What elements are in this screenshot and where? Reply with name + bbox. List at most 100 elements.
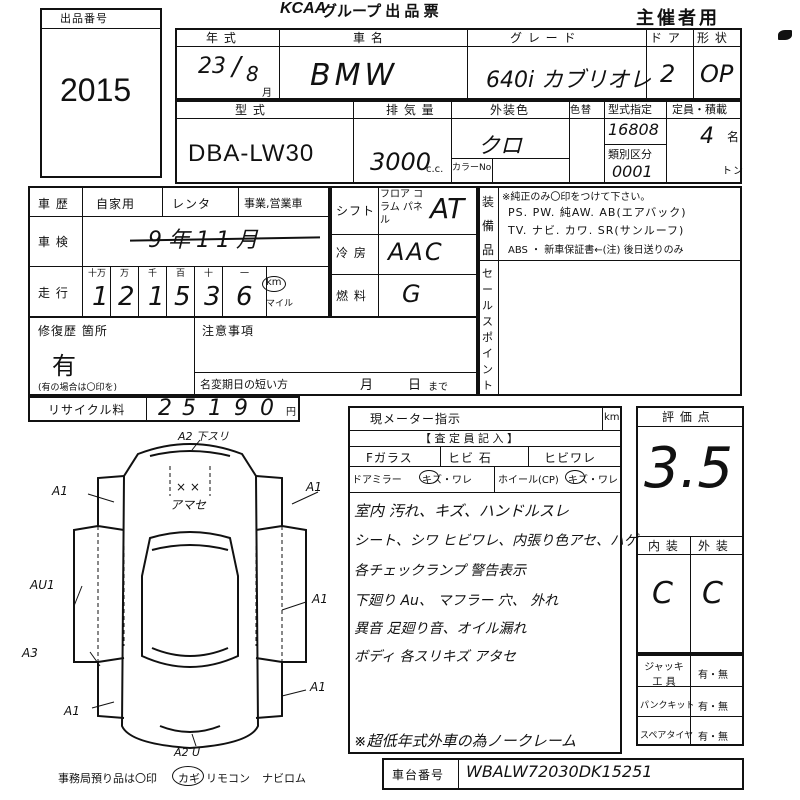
shift-label: シフト — [336, 204, 376, 218]
cap-label: 定員・積載 — [672, 103, 727, 116]
mileage-label: 走 行 — [38, 286, 69, 300]
glass-opts: ヒビ 石 — [448, 451, 492, 465]
lot-number: 2015 — [60, 72, 132, 108]
mileage-digit-5: 3 — [204, 282, 221, 312]
diagram-roof-note: アマセ — [170, 498, 207, 512]
year-sep: / — [232, 52, 241, 82]
mirror-label: ドアミラー — [352, 475, 402, 486]
color-label: 外装色 — [490, 103, 530, 117]
equip-box — [478, 186, 742, 396]
header-host: 主催者用 — [636, 8, 720, 28]
remark-6: ボディ 各スリキズ アタセ — [354, 649, 516, 665]
recycle-digit-3: 1 — [208, 396, 222, 421]
exterior-label: 外 装 — [698, 539, 729, 553]
mile-label: マイル — [266, 299, 294, 309]
color-no-label: カラーNo. — [452, 163, 494, 173]
row1-box — [175, 28, 742, 100]
year-value: 23 — [198, 54, 226, 79]
repair-label: 修復歴 箇所 — [38, 324, 108, 338]
chassis-label: 車台番号 — [392, 768, 445, 782]
type-label: 型 式 — [235, 103, 266, 117]
spec-value: 16808 — [608, 120, 659, 139]
ton-unit: トン — [722, 166, 744, 177]
unit-1k: 千 — [148, 269, 158, 279]
interior-grade: C — [652, 576, 673, 611]
glass-label: Fガラス — [366, 451, 413, 465]
remark-2: シート、シワ ヒビワレ、内張り色アセ、ハゲ — [354, 533, 638, 549]
unit-1: 一 — [240, 269, 250, 279]
diagram-mark-front-right: A1 — [306, 480, 322, 494]
header-title: グループ 出 品 票 — [322, 3, 439, 20]
diagram-mark-rear-right: A1 — [310, 680, 326, 694]
unit-10k: 万 — [120, 269, 130, 279]
mileage-digit-2: 2 — [118, 282, 135, 312]
recycle-unit: 円 — [286, 407, 296, 418]
doors-label: ド ア — [650, 31, 681, 45]
wheel-circle — [565, 470, 585, 484]
office-label: 事務局預り品は〇印 — [58, 772, 157, 785]
notes-label: 注意事項 — [202, 324, 255, 338]
history-opt-rental: レンタ — [172, 197, 212, 211]
disp-label: 排 気 量 — [386, 103, 435, 117]
puncture-opt: 有・無 — [698, 702, 728, 713]
ac-label: 冷 房 — [336, 246, 367, 260]
month-unit: 月 — [262, 88, 273, 99]
cat-label: 類別区分 — [608, 148, 652, 161]
cap-unit: 名 — [727, 130, 741, 144]
diagram-mark-rear-left: A3 — [22, 646, 38, 660]
mileage-digit-3: 1 — [148, 282, 165, 312]
deadline-label: 名変期日の短い方 — [200, 378, 288, 391]
history-opt-private: 自家用 — [96, 197, 136, 211]
score-label: 評 価 点 — [662, 410, 711, 424]
cap-value: 4 — [700, 124, 714, 149]
shift-value: AT — [430, 192, 465, 225]
remark-3: 各チェックランプ 警告表示 — [354, 563, 527, 579]
equip-label: 装備品 — [482, 195, 496, 257]
jack-label: ジャッキ 工 具 — [644, 662, 684, 688]
history-label: 車 歴 — [38, 197, 69, 211]
ac-value: AAC — [388, 238, 444, 266]
color-value: クロ — [478, 134, 523, 159]
interior-label: 内 装 — [648, 539, 679, 553]
inspection-box — [348, 406, 622, 754]
recycle-digit-1: 2 — [158, 396, 172, 421]
equip-line3: ABS ・ 新車保証書←(注) 後日送りのみ — [508, 245, 684, 256]
shape-value: OP — [700, 60, 734, 88]
remark-bottom: ※超低年式外車の為ノークレーム — [354, 732, 577, 750]
doors-value: 2 — [660, 60, 676, 88]
header-logo: KCAA — [280, 0, 327, 17]
shift-opts: フロア コラム パネル — [380, 189, 424, 226]
deadline-day: 日 — [408, 378, 423, 393]
mirror-opts: キズ・ワレ — [422, 475, 472, 486]
exterior-grade: C — [702, 576, 723, 611]
wheel-label: ホイール(CP) — [498, 475, 559, 486]
chassis-box — [382, 758, 744, 790]
score-value: 3.5 — [644, 436, 734, 501]
history-opt-business: 事業,営業車 — [244, 197, 303, 210]
shaken-label: 車 検 — [38, 235, 69, 249]
tools-box — [636, 654, 744, 746]
equip-line1: PS. PW. 純AW. AB(エアバック) — [508, 206, 687, 219]
grade-value: 640i カブリオレ — [486, 68, 652, 93]
cat-value: 0001 — [612, 162, 653, 181]
fuel-value: G — [402, 280, 421, 308]
wheel-opts: キズ・ワレ — [568, 475, 618, 486]
corner-mark — [778, 30, 792, 40]
recycle-digit-4: 9 — [234, 396, 248, 421]
cc-unit: c.c. — [426, 164, 444, 175]
deadline-month: 月 — [360, 378, 375, 393]
score-box — [636, 406, 744, 654]
meter-unit: km — [604, 412, 620, 423]
repair-note: (有の場合は〇印を) — [38, 383, 118, 393]
inspector-label: 【 査 定 員 記 入 】 — [420, 432, 518, 445]
diagram-mark-right-side: A1 — [312, 592, 328, 606]
remark-5: 異音 足廻り音、オイル漏れ — [354, 621, 527, 637]
recycle-label: リサイクル料 — [48, 403, 126, 417]
recycle-box — [28, 396, 300, 422]
recycle-digit-5: 0 — [260, 396, 274, 421]
mileage-digit-4: 5 — [174, 282, 191, 312]
shaken-value: 9年11月 — [148, 228, 264, 253]
shape-label: 形 状 — [697, 31, 728, 45]
km-circle — [262, 276, 286, 292]
lot-label: 出品番号 — [60, 12, 108, 25]
